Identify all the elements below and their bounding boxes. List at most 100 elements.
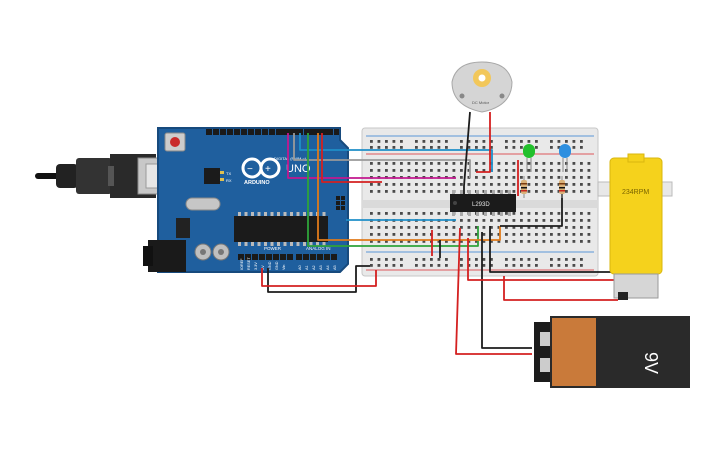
header-pin[interactable] bbox=[255, 129, 261, 135]
power-pin[interactable] bbox=[280, 254, 286, 260]
analog-pin[interactable] bbox=[331, 254, 337, 260]
wire-green bbox=[307, 133, 479, 247]
pin-label: IOREF bbox=[240, 258, 244, 270]
pin-label: A0 bbox=[298, 265, 302, 270]
board-model: UNO bbox=[286, 163, 311, 175]
header-pin[interactable] bbox=[280, 129, 285, 135]
header-pin[interactable] bbox=[213, 129, 219, 135]
resistor bbox=[559, 176, 565, 198]
capacitor bbox=[212, 243, 230, 261]
analog-pin[interactable] bbox=[303, 254, 309, 260]
rx-led bbox=[220, 178, 224, 181]
battery: 9V bbox=[534, 316, 690, 388]
power-pin[interactable] bbox=[259, 254, 265, 260]
header-pin[interactable] bbox=[276, 129, 282, 135]
pin-label: GND bbox=[268, 261, 272, 270]
resistor bbox=[521, 176, 527, 198]
arduino-logo: − + bbox=[241, 157, 281, 179]
header-pin[interactable] bbox=[322, 129, 327, 135]
gear-motor-label: 234RPM bbox=[622, 189, 649, 196]
pin-label: GND bbox=[275, 261, 279, 270]
crystal-oscillator bbox=[185, 197, 221, 211]
pin-label: RESET bbox=[247, 257, 251, 270]
header-pin[interactable] bbox=[334, 129, 339, 135]
capacitor bbox=[194, 243, 212, 261]
wire-gray bbox=[293, 133, 471, 178]
header-pin[interactable] bbox=[234, 129, 240, 135]
wire-black-motor bbox=[463, 111, 471, 196]
pin-label: A2 bbox=[312, 265, 316, 270]
pin-label: Vin bbox=[282, 265, 286, 270]
header-pin[interactable] bbox=[328, 129, 333, 135]
usb-chip bbox=[204, 168, 220, 184]
wire-red-bat-3 bbox=[503, 276, 618, 301]
wire-red-5v bbox=[321, 133, 382, 183]
header-pin[interactable] bbox=[298, 129, 303, 135]
analog-pin[interactable] bbox=[317, 254, 323, 260]
header-pin[interactable] bbox=[206, 129, 212, 135]
tx-led bbox=[220, 171, 224, 174]
atmega-chip bbox=[234, 212, 328, 246]
pin-label: A5 bbox=[333, 265, 337, 270]
dc-motor: DC Motor bbox=[451, 61, 513, 113]
wire-magenta bbox=[287, 133, 456, 179]
wire-red-vin bbox=[261, 268, 377, 287]
pin-label: A3 bbox=[319, 265, 323, 270]
wire-black-gnd bbox=[267, 265, 370, 293]
pin-label: 5V bbox=[261, 265, 265, 270]
dc-motor-label: DC Motor bbox=[472, 100, 490, 105]
wire-red-bat bbox=[455, 227, 532, 355]
header-pin[interactable] bbox=[269, 129, 275, 135]
header-pin[interactable] bbox=[241, 129, 247, 135]
analog-pin[interactable] bbox=[296, 254, 302, 260]
header-pin[interactable] bbox=[316, 129, 321, 135]
wire-blue bbox=[299, 133, 493, 172]
analog-pin[interactable] bbox=[310, 254, 316, 260]
header-pin[interactable] bbox=[227, 129, 233, 135]
header-pin[interactable] bbox=[248, 129, 254, 135]
driver-chip: L293D bbox=[450, 190, 516, 216]
power-pin[interactable] bbox=[287, 254, 293, 260]
led-rx-label: RX bbox=[226, 178, 232, 183]
power-header bbox=[238, 254, 293, 260]
header-pin[interactable] bbox=[262, 129, 268, 135]
analog-pin[interactable] bbox=[324, 254, 330, 260]
wire-orange bbox=[317, 133, 501, 241]
header-pin[interactable] bbox=[310, 129, 315, 135]
icsp-header bbox=[336, 196, 345, 210]
led-green bbox=[523, 144, 535, 172]
pin-label: A1 bbox=[305, 265, 309, 270]
header-pin[interactable] bbox=[292, 129, 297, 135]
header-pin[interactable] bbox=[220, 129, 226, 135]
wire-black-bat bbox=[481, 232, 532, 349]
power-jack bbox=[143, 240, 186, 272]
power-pin[interactable] bbox=[266, 254, 272, 260]
led-tx-label: TX bbox=[226, 171, 231, 176]
wire-black-gear bbox=[500, 190, 563, 227]
voltage-regulator bbox=[176, 218, 190, 238]
header-pin[interactable] bbox=[304, 129, 309, 135]
svg-text:−: − bbox=[247, 164, 253, 175]
arduino-board: − + ARDUINO UNO DIGITAL (PWM ~) TX RX PO… bbox=[143, 127, 349, 273]
power-pin[interactable] bbox=[245, 254, 251, 260]
analog-header bbox=[296, 254, 337, 260]
digital-header-label: DIGITAL (PWM ~) bbox=[274, 156, 307, 161]
analog-header-label: ANALOG IN bbox=[306, 246, 331, 251]
driver-chip-label: L293D bbox=[472, 202, 490, 208]
gear-motor: 234RPM bbox=[597, 153, 673, 300]
header-pin[interactable] bbox=[286, 129, 291, 135]
power-pin[interactable] bbox=[252, 254, 258, 260]
wire-red-motor bbox=[476, 112, 491, 173]
power-pin[interactable] bbox=[273, 254, 279, 260]
led-blue bbox=[559, 144, 571, 172]
power-header-label: POWER bbox=[264, 246, 282, 251]
pin-label: A4 bbox=[326, 265, 330, 270]
arduino-logo-text: ARDUINO bbox=[244, 180, 270, 186]
pin-label: 3.3V bbox=[254, 262, 258, 270]
digital-header bbox=[206, 129, 339, 135]
power-pin[interactable] bbox=[238, 254, 244, 260]
battery-label: 9V bbox=[641, 352, 661, 374]
reset-button[interactable] bbox=[164, 132, 186, 152]
svg-text:+: + bbox=[265, 164, 271, 175]
